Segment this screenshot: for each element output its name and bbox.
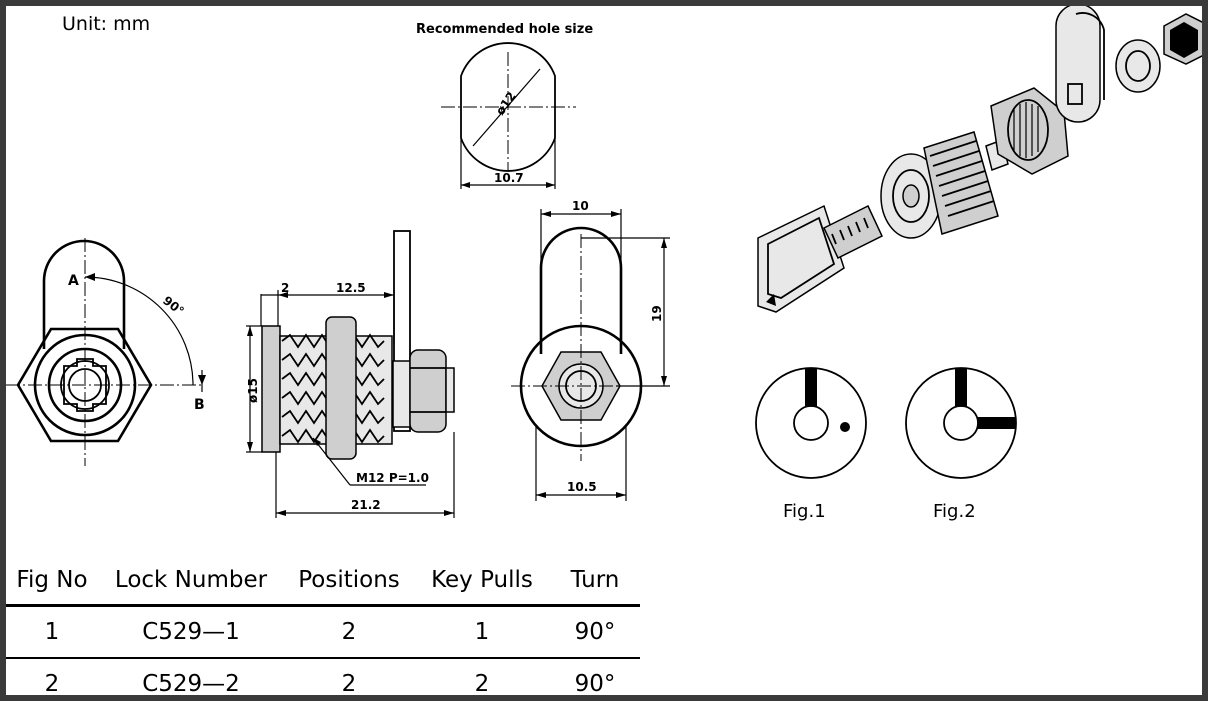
overall-length-dimension: 21.2 <box>351 498 381 512</box>
fig1-diagram <box>755 367 867 479</box>
flange-dimension: 2 <box>281 281 289 295</box>
drawing-sheet: Unit: mm Recommended hole size ø12 10.7 <box>6 6 1202 695</box>
fig1-label: Fig.1 <box>783 501 826 522</box>
point-b-label: B <box>194 397 205 413</box>
unit-label: Unit: mm <box>62 13 150 35</box>
spec-table: Fig No Lock Number Positions Key Pulls T… <box>6 556 640 695</box>
cell-turn: 90° <box>574 671 616 695</box>
cell-positions: 2 <box>341 619 357 645</box>
front-view <box>6 238 206 466</box>
technical-drawing: Unit: mm Recommended hole size ø12 10.7 <box>6 6 1202 522</box>
rear-bottom-dimension: 10.5 <box>567 480 597 494</box>
rear-top-dimension: 10 <box>572 199 589 213</box>
thread-spec: M12 P=1.0 <box>356 471 429 485</box>
exploded-assembly <box>757 6 1202 313</box>
header-fig-no: Fig No <box>16 567 88 593</box>
key-icon <box>757 204 883 313</box>
side-view <box>246 230 455 518</box>
header-key-pulls: Key Pulls <box>431 567 533 593</box>
hole-profile <box>441 42 576 189</box>
cell-key-pulls: 2 <box>474 671 490 695</box>
cell-key-pulls: 1 <box>474 619 490 645</box>
cell-fig-no: 1 <box>44 619 60 645</box>
fig2-diagram <box>905 367 1017 479</box>
cell-lock-number: C529—2 <box>142 671 240 695</box>
table-row: 2 C529—2 2 2 90° <box>6 658 640 695</box>
table-row: 1 C529—1 2 1 90° <box>6 606 640 658</box>
header-lock-number: Lock Number <box>114 567 268 593</box>
cam-arm <box>1055 6 1105 123</box>
cell-lock-number: C529—1 <box>142 619 240 645</box>
cell-fig-no: 2 <box>44 671 60 695</box>
cell-turn: 90° <box>574 619 616 645</box>
body-diameter-dimension: ø15 <box>246 378 260 403</box>
table-header-row: Fig No Lock Number Positions Key Pulls T… <box>6 556 640 606</box>
hole-diameter-label: ø12 <box>493 89 519 117</box>
header-turn: Turn <box>570 567 620 593</box>
header-positions: Positions <box>298 567 400 593</box>
point-a-label: A <box>68 273 79 289</box>
fig2-label: Fig.2 <box>933 501 976 522</box>
cell-positions: 2 <box>341 671 357 695</box>
end-nut <box>1163 13 1202 65</box>
shank-dimension: 12.5 <box>336 281 366 295</box>
angle-label: 90° <box>160 293 187 318</box>
lock-washer <box>1115 39 1161 93</box>
cylinder-body <box>880 131 1009 239</box>
hex-nut <box>990 87 1069 175</box>
rear-view <box>511 209 670 501</box>
hole-title: Recommended hole size <box>416 22 593 37</box>
rear-height-dimension: 19 <box>650 305 664 322</box>
hole-width-label: 10.7 <box>494 171 524 185</box>
